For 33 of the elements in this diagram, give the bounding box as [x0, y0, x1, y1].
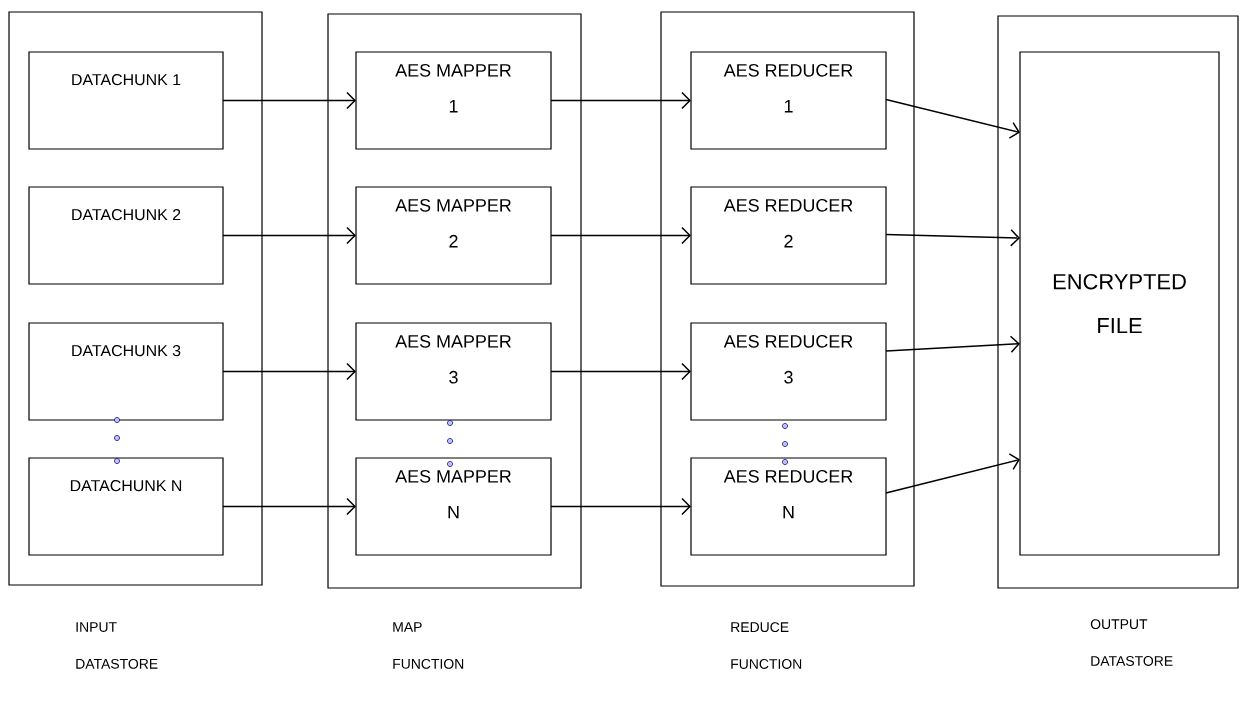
node-label: OUTPUT DATASTORE [1090, 619, 1173, 666]
arrow [222, 91, 356, 110]
data-chunk-box: DATACHUNK 1 [28, 51, 224, 150]
mapper-box: AES MAPPER 1 [355, 51, 552, 150]
arrow [222, 497, 356, 516]
data-chunk-box: DATACHUNK N [28, 457, 224, 556]
node-label: MAP FUNCTION [393, 622, 464, 669]
data-chunk-box: DATACHUNK 2 [28, 186, 224, 285]
arrow [885, 229, 1020, 247]
arrow [550, 362, 691, 381]
mapper-box: AES MAPPER 3 [355, 322, 552, 421]
reducer-box: AES REDUCER 3 [690, 322, 887, 421]
arrow [885, 98, 1020, 139]
node-label: INPUT DATASTORE [76, 622, 158, 669]
arrow [222, 226, 356, 245]
reducer-box: AES REDUCER 1 [690, 51, 887, 150]
data-chunk-box: DATACHUNK 3 [28, 322, 224, 421]
panel [327, 13, 582, 589]
panel [997, 15, 1239, 589]
mapper-box: AES MAPPER 2 [355, 186, 552, 285]
panel [660, 11, 915, 587]
mapper-box: AES MAPPER N [355, 457, 552, 556]
arrow [885, 453, 1020, 494]
arrow [222, 362, 356, 381]
panel [8, 11, 263, 586]
file-box: ENCRYPTED FILE [1019, 51, 1220, 556]
arrow [550, 226, 691, 245]
arrow [550, 497, 691, 516]
reducer-box: AES REDUCER 2 [690, 186, 887, 285]
arrow [550, 91, 691, 110]
arrow [885, 335, 1020, 353]
reducer-box: AES REDUCER N [690, 457, 887, 556]
node-label: REDUCE FUNCTION [731, 622, 802, 669]
